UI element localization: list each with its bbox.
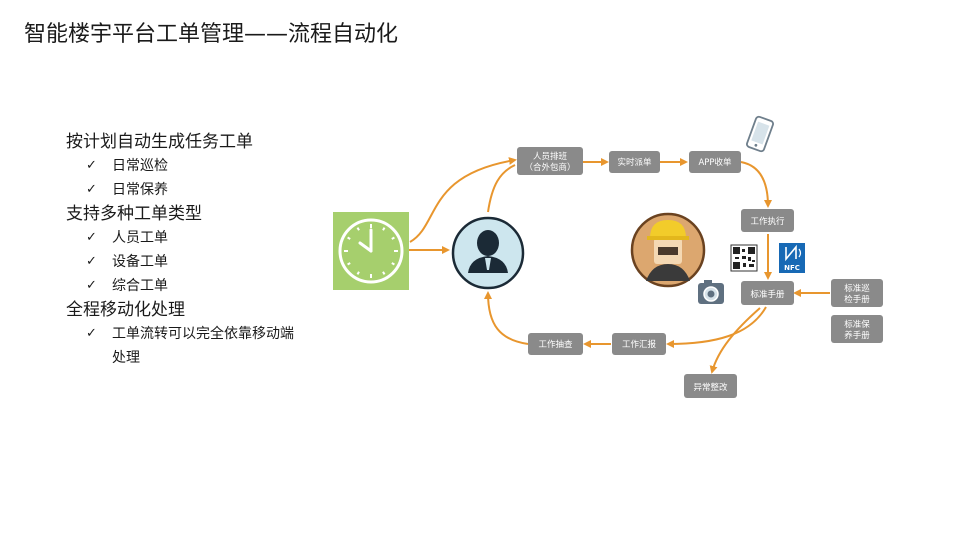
list-item: ✓工单流转可以完全依靠移动端处理 — [66, 322, 336, 370]
node-review: 工作抽查 — [528, 333, 583, 355]
qr-code-icon — [730, 244, 758, 272]
svg-text:工作执行: 工作执行 — [750, 216, 785, 227]
worker-avatar-icon — [630, 212, 706, 288]
clock-icon — [333, 212, 409, 290]
check-icon: ✓ — [86, 326, 97, 341]
list-item: ✓综合工单 — [66, 274, 336, 298]
svg-text:标准保: 标准保 — [844, 319, 870, 330]
svg-text:工作汇报: 工作汇报 — [622, 339, 657, 350]
svg-text:标准巡: 标准巡 — [844, 283, 870, 294]
svg-text:工作抽查: 工作抽查 — [538, 339, 573, 350]
check-icon: ✓ — [86, 158, 97, 173]
node-report: 工作汇报 — [612, 333, 666, 355]
nfc-icon: NFC — [779, 243, 805, 273]
nfc-label: NFC — [784, 264, 800, 272]
node-app-receive: APP收单 — [689, 151, 741, 173]
node-inspect-standard: 标准巡 检手册 — [831, 279, 883, 307]
check-icon: ✓ — [86, 182, 97, 197]
phone-icon — [746, 115, 774, 153]
svg-text:APP收单: APP收单 — [698, 157, 732, 168]
svg-text:标准手册: 标准手册 — [750, 289, 785, 300]
check-icon: ✓ — [86, 230, 97, 245]
list-item: ✓人员工单 — [66, 226, 336, 250]
feature-list: 按计划自动生成任务工单 ✓日常巡检 ✓日常保养 支持多种工单类型 ✓人员工单 ✓… — [66, 130, 336, 370]
svg-text:实时派单: 实时派单 — [617, 157, 652, 168]
section-heading: 全程移动化处理 — [66, 300, 185, 320]
node-dispatch: 实时派单 — [609, 151, 660, 173]
node-execute: 工作执行 — [741, 209, 794, 232]
check-icon: ✓ — [86, 254, 97, 269]
camera-icon — [698, 280, 724, 304]
list-item: ✓日常保养 — [66, 178, 336, 202]
node-manual: 标准手册 — [741, 281, 794, 305]
section-heading: 支持多种工单类型 — [66, 204, 202, 224]
svg-text:异常整改: 异常整改 — [693, 382, 728, 393]
page-title: 智能楼宇平台工单管理——流程自动化 — [24, 22, 399, 47]
check-icon: ✓ — [86, 278, 97, 293]
section-heading: 按计划自动生成任务工单 — [66, 132, 253, 152]
svg-text:养手册: 养手册 — [844, 330, 870, 341]
node-maintenance-standard: 标准保 养手册 — [831, 315, 883, 343]
flow-connectors — [408, 157, 830, 374]
svg-text:人员排班: 人员排班 — [533, 151, 568, 162]
list-item: ✓设备工单 — [66, 250, 336, 274]
svg-text:检手册: 检手册 — [844, 294, 870, 305]
manager-avatar-icon — [451, 216, 525, 290]
node-exception: 异常整改 — [684, 374, 737, 398]
svg-text:（合外包商）: （合外包商） — [524, 162, 575, 173]
list-item: ✓日常巡检 — [66, 154, 336, 178]
node-schedule: 人员排班 （合外包商） — [517, 147, 583, 175]
